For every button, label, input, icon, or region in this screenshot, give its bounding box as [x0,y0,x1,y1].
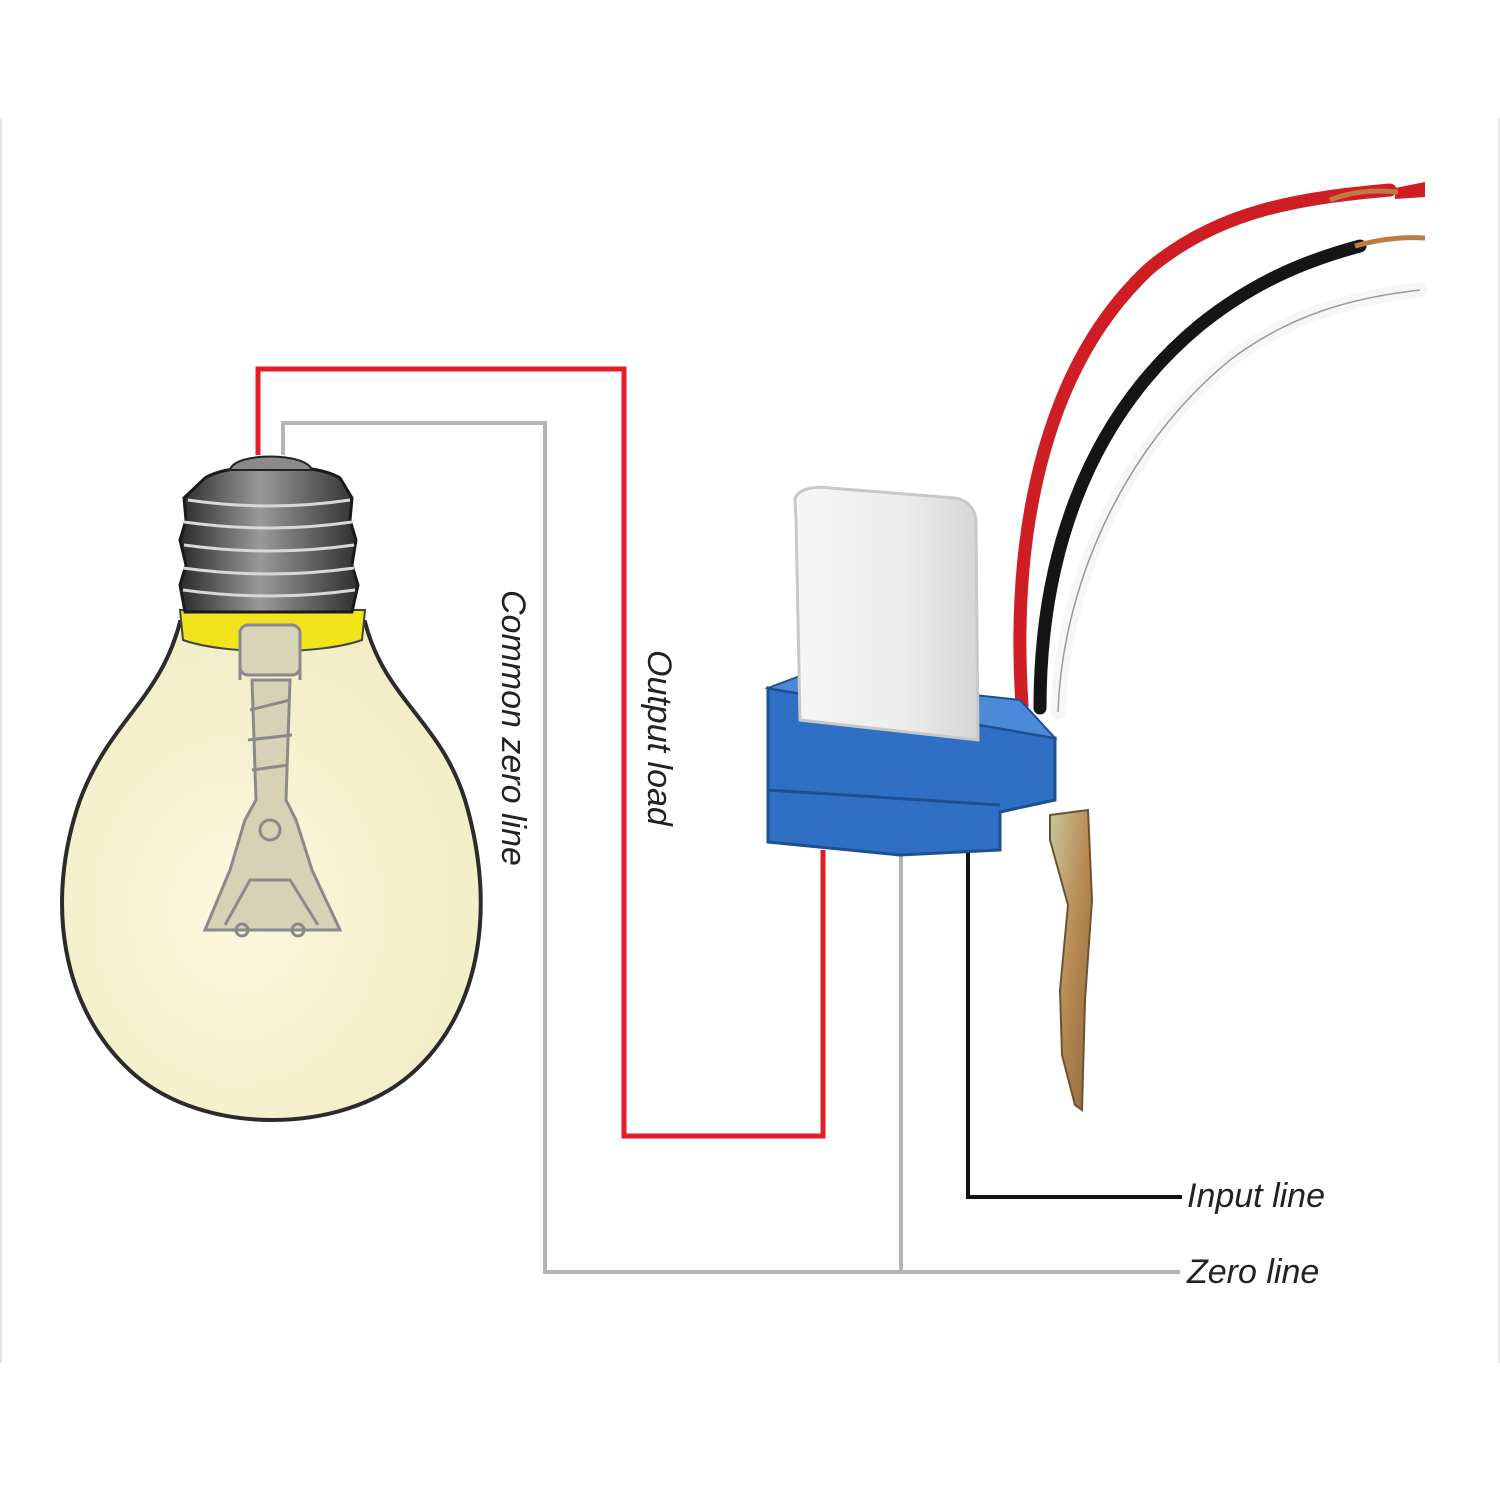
common-zero-line-label: Common zero line [494,590,532,866]
screw-threads [182,498,356,598]
sensor-lead-red [1013,183,1397,712]
copper-strands-black [1354,235,1426,249]
bulb-contact-tip [228,455,314,471]
bulb-filament [202,623,343,938]
left-frame-rule [0,118,2,1363]
input-line-wire [966,850,1182,1199]
copper-tip-red [1395,182,1425,199]
light-bulb-icon [60,455,483,1122]
sensor-base [766,686,1057,857]
mounting-bracket [1049,808,1094,1112]
copper-strands-red [1329,188,1399,203]
sensor-lead-white-outline [1057,289,1421,713]
bulb-screw-base [178,464,360,614]
sensor-lead-black [1033,239,1367,715]
right-frame-rule [1498,118,1500,1363]
photocell-switch-icon [764,182,1428,1112]
common-zero-wire [281,421,1180,1274]
input-line-label: Input line [1187,1177,1325,1215]
sensor-base-seam [767,788,1001,807]
zero-line-label: Zero line [1186,1253,1319,1291]
output-load-wire [255,366,826,1139]
output-load-label: Output load [640,650,678,827]
sensor-cap [793,485,980,742]
